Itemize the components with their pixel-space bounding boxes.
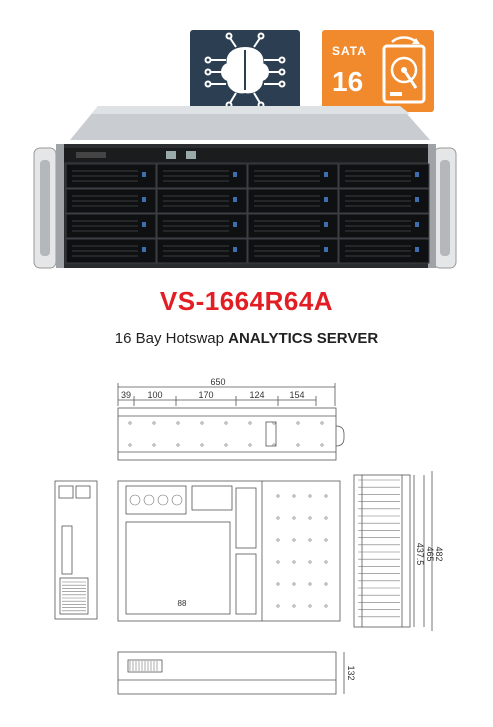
mount-hole	[320, 443, 324, 447]
mount-hole	[224, 443, 228, 447]
drive-led-icon	[415, 172, 419, 177]
segment-label: 170	[198, 390, 213, 400]
fan-outline	[129, 494, 141, 506]
mount-hole	[292, 604, 296, 608]
drive-led-icon	[142, 222, 146, 227]
mount-hole	[152, 443, 156, 447]
mount-hole	[128, 421, 132, 425]
mount-hole	[296, 421, 300, 425]
mount-hole	[324, 582, 328, 586]
drive-led-icon	[324, 172, 328, 177]
mount-hole	[308, 604, 312, 608]
mount-hole	[200, 421, 204, 425]
segment-label: 154	[289, 390, 304, 400]
drive-led-icon	[233, 197, 237, 202]
fan-outline	[171, 494, 183, 506]
height-label: 132	[346, 665, 356, 680]
mount-hole	[292, 494, 296, 498]
mount-hole	[276, 604, 280, 608]
mount-hole	[272, 421, 276, 425]
mount-hole	[296, 443, 300, 447]
product-subtitle: 16 Bay Hotswap ANALYTICS SERVER	[0, 330, 493, 347]
mount-hole	[248, 443, 252, 447]
drive-led-icon	[324, 247, 328, 252]
mount-hole	[128, 443, 132, 447]
drive-led-icon	[233, 222, 237, 227]
server-chassis-image	[33, 106, 457, 269]
drive-led-icon	[415, 197, 419, 202]
mount-hole	[308, 560, 312, 564]
drive-led-icon	[415, 222, 419, 227]
mount-hole	[324, 604, 328, 608]
mount-hole	[276, 516, 280, 520]
overall-length-label: 650	[210, 378, 225, 387]
subtitle-prefix: 16 Bay Hotswap	[114, 330, 229, 347]
mount-hole	[324, 538, 328, 542]
mount-hole	[308, 538, 312, 542]
mount-hole	[292, 582, 296, 586]
drive-led-icon	[415, 247, 419, 252]
drive-led-icon	[233, 247, 237, 252]
internal-label: 88	[178, 599, 187, 608]
mount-hole	[292, 560, 296, 564]
brain-circuit-icon	[204, 32, 286, 109]
mount-hole	[324, 516, 328, 520]
mount-hole	[152, 421, 156, 425]
depth-label: 482	[434, 546, 444, 561]
drive-led-icon	[324, 222, 328, 227]
mount-hole	[320, 421, 324, 425]
mount-hole	[176, 443, 180, 447]
mount-hole	[276, 538, 280, 542]
mount-hole	[224, 421, 228, 425]
fan-outline	[143, 494, 155, 506]
mount-hole	[176, 421, 180, 425]
mount-hole	[276, 582, 280, 586]
subtitle-strong: ANALYTICS SERVER	[228, 330, 379, 347]
mount-hole	[308, 494, 312, 498]
sata-badge: SATA 16	[322, 30, 434, 112]
drive-led-icon	[142, 172, 146, 177]
product-model: VS-1664R64A	[159, 286, 334, 316]
mount-hole	[292, 516, 296, 520]
mount-hole	[324, 494, 328, 498]
fan-outline	[157, 494, 169, 506]
mount-hole	[276, 494, 280, 498]
mount-hole	[248, 421, 252, 425]
segment-label: 124	[249, 390, 264, 400]
segment-label: 100	[147, 390, 162, 400]
segment-label: 39	[121, 390, 131, 400]
mount-hole	[308, 516, 312, 520]
drive-led-icon	[324, 197, 328, 202]
mount-hole	[200, 443, 204, 447]
drive-led-icon	[233, 172, 237, 177]
technical-drawing: 650 39 100 170 124 154 88 482 465 437.5 …	[54, 378, 444, 695]
mount-hole	[292, 538, 296, 542]
analytics-badge	[190, 30, 300, 112]
sata-label: SATA	[332, 44, 367, 58]
depth-label: 465	[425, 546, 435, 561]
drive-led-icon	[142, 247, 146, 252]
sata-count: 16	[332, 66, 364, 97]
mount-hole	[324, 560, 328, 564]
depth-label: 437.5	[415, 543, 425, 566]
hard-drive-icon	[382, 36, 426, 104]
mount-hole	[276, 560, 280, 564]
drive-led-icon	[142, 197, 146, 202]
mount-hole	[272, 443, 276, 447]
mount-hole	[308, 582, 312, 586]
